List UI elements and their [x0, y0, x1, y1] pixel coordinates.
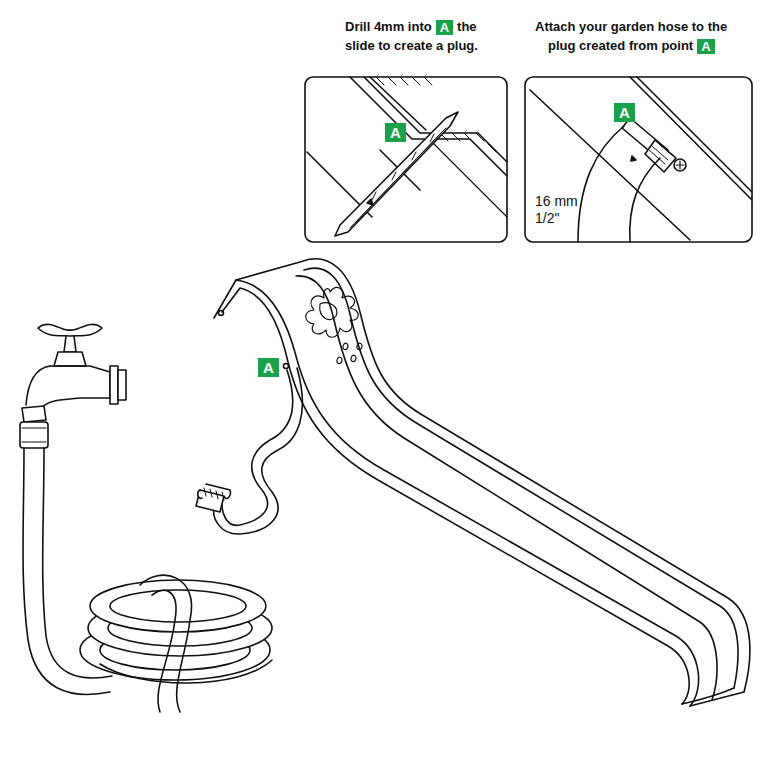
hose-detail [530, 77, 752, 242]
instruction-text: Attach your garden hose to the [535, 19, 727, 35]
callout-badge: A [697, 39, 714, 54]
callout-letter: A [701, 39, 710, 54]
callout-badge: A [436, 20, 453, 35]
instruction-text: Drill 4mm into [345, 19, 432, 35]
callout-letter: A [390, 124, 401, 141]
instruction-line: slide to create a plug. [345, 38, 478, 54]
garden-hose [23, 448, 272, 712]
callout-letter: A [619, 104, 630, 121]
instruction-text: slide to create a plug. [345, 38, 478, 54]
drill-detail [307, 77, 507, 236]
water-splash [306, 287, 362, 363]
callout-letter: A [440, 20, 449, 35]
inset-frame [525, 77, 752, 242]
instruction-line: Attach your garden hose to the [535, 19, 727, 35]
instruction-text: plug created from point [548, 38, 693, 54]
dimension-label: 16 mm [535, 193, 578, 209]
slide-hose [196, 368, 302, 534]
callout-badge: A [258, 358, 279, 377]
instruction-line: plug created from point A [548, 38, 715, 54]
callout-badge: A [614, 103, 635, 122]
water-tap [20, 324, 126, 448]
instruction-line: Drill 4mm into Athe [345, 19, 477, 35]
slide [214, 259, 750, 706]
dimension-label: 1/2" [535, 210, 559, 226]
instruction-text: the [457, 19, 477, 35]
inset-frame [305, 77, 507, 242]
callout-badge: A [385, 123, 406, 142]
callout-letter: A [263, 359, 274, 376]
